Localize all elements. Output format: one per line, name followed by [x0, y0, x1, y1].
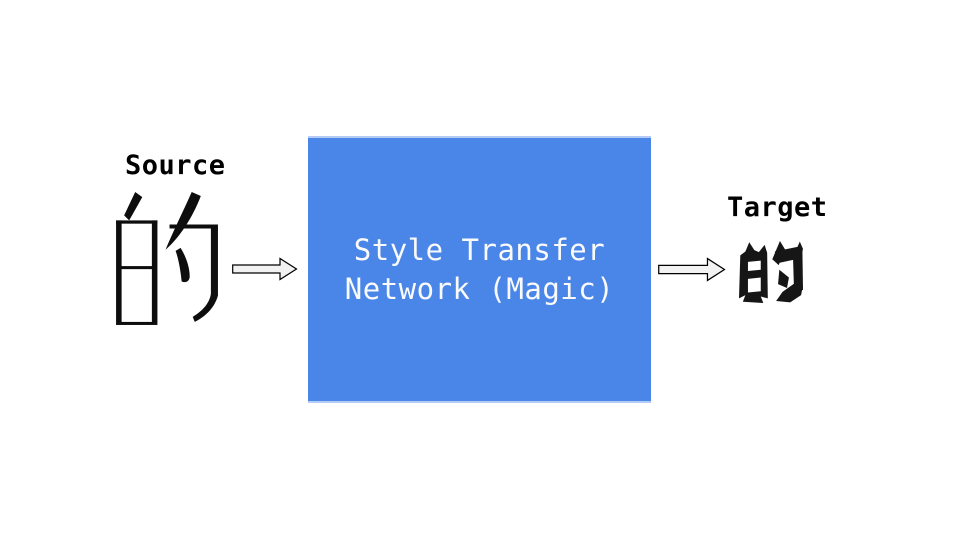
source-character-glyph — [109, 192, 223, 328]
target-character-glyph — [739, 241, 803, 303]
arrow-source-to-network-icon — [232, 257, 298, 281]
arrow-network-to-target-icon — [658, 257, 726, 282]
right-block-arrow-icon — [658, 257, 726, 282]
network-box-line1: Style Transfer — [353, 232, 606, 267]
network-box: Style Transfer Network (Magic) — [308, 136, 651, 403]
right-block-arrow-icon — [232, 257, 298, 281]
network-box-line2: Network (Magic) — [344, 271, 615, 306]
target-label: Target — [727, 192, 828, 223]
source-label: Source — [125, 150, 226, 181]
source-character-svg — [116, 192, 218, 325]
target-character-svg — [739, 241, 803, 303]
